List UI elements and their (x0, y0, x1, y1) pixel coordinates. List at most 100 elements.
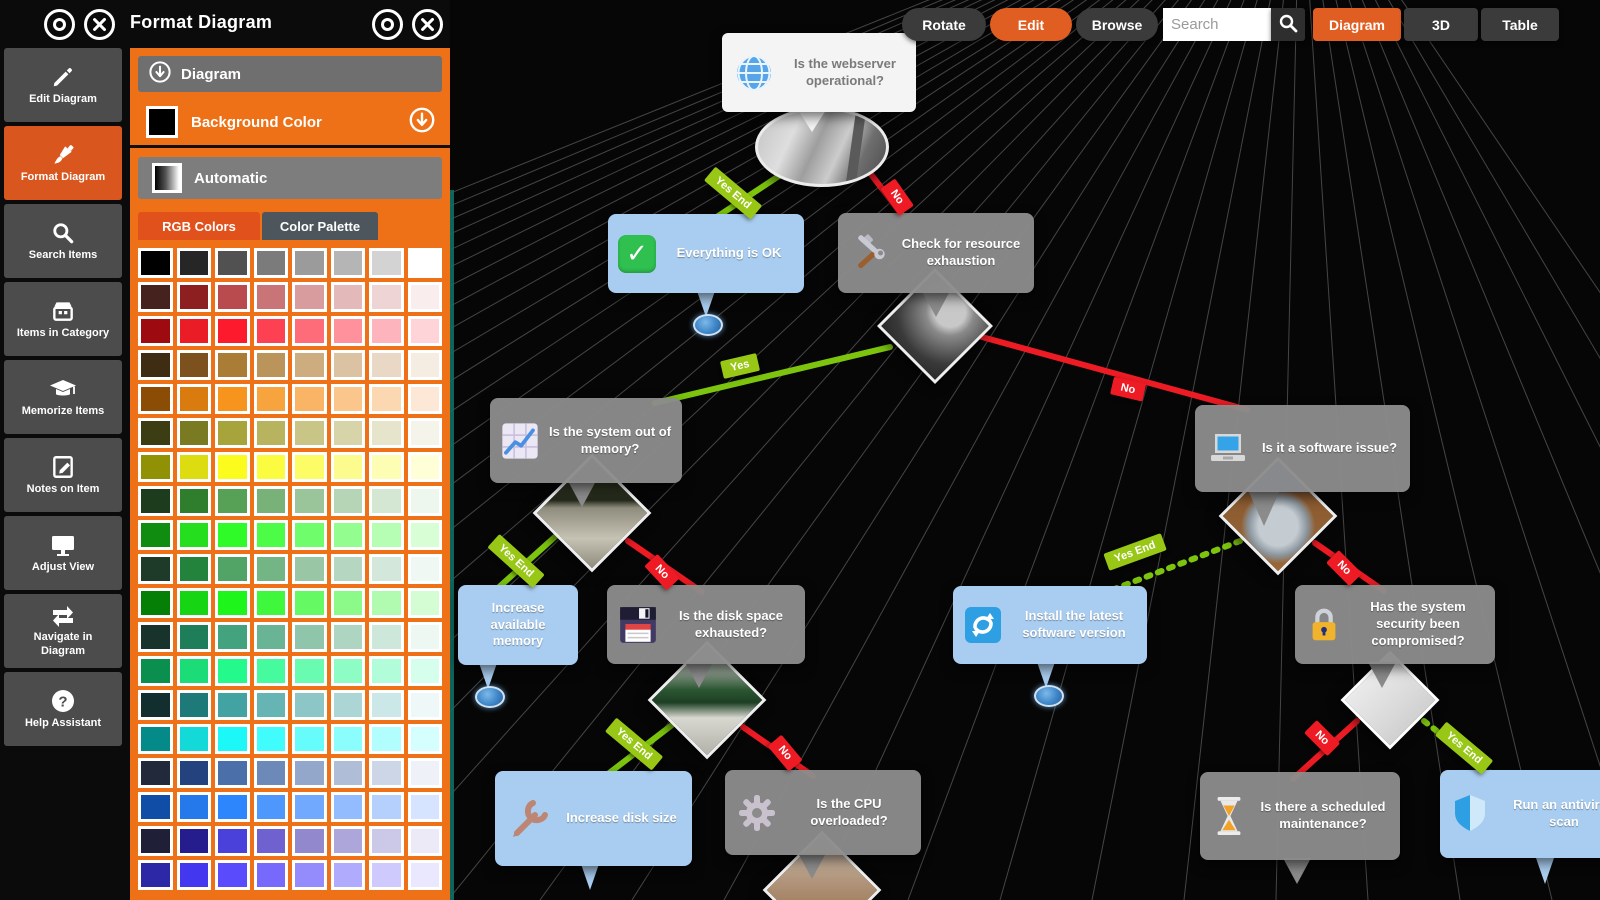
target-icon[interactable] (372, 9, 403, 40)
background-color-row[interactable]: Background Color (130, 100, 450, 144)
palette-swatch[interactable] (215, 282, 250, 312)
palette-swatch[interactable] (176, 282, 211, 312)
palette-swatch[interactable] (215, 316, 250, 346)
palette-swatch[interactable] (292, 554, 327, 584)
palette-swatch[interactable] (292, 350, 327, 380)
palette-swatch[interactable] (253, 758, 288, 788)
palette-swatch[interactable] (138, 656, 173, 686)
sidebar-item-edit-diagram[interactable]: Edit Diagram (4, 48, 122, 122)
palette-swatch[interactable] (176, 622, 211, 652)
palette-swatch[interactable] (330, 792, 365, 822)
node-disk-question[interactable]: Is the disk space exhausted? (607, 585, 805, 664)
palette-swatch[interactable] (292, 758, 327, 788)
palette-swatch[interactable] (369, 316, 404, 346)
palette-swatch[interactable] (215, 350, 250, 380)
palette-swatch[interactable] (407, 758, 442, 788)
palette-swatch[interactable] (407, 826, 442, 856)
palette-swatch[interactable] (138, 588, 173, 618)
circle-down-arrow-icon[interactable] (408, 106, 436, 139)
palette-swatch[interactable] (138, 792, 173, 822)
palette-swatch[interactable] (330, 860, 365, 890)
sidebar-item-search-items[interactable]: Search Items (4, 204, 122, 278)
palette-swatch[interactable] (407, 418, 442, 448)
palette-swatch[interactable] (369, 758, 404, 788)
palette-swatch[interactable] (369, 588, 404, 618)
palette-swatch[interactable] (330, 486, 365, 516)
palette-swatch[interactable] (407, 792, 442, 822)
palette-swatch[interactable] (292, 452, 327, 482)
palette-swatch[interactable] (176, 588, 211, 618)
edit-mode-button[interactable]: Edit (990, 8, 1072, 41)
palette-swatch[interactable] (176, 724, 211, 754)
palette-swatch[interactable] (369, 826, 404, 856)
palette-swatch[interactable] (215, 690, 250, 720)
palette-swatch[interactable] (176, 316, 211, 346)
palette-swatch[interactable] (138, 316, 173, 346)
palette-swatch[interactable] (176, 384, 211, 414)
palette-swatch[interactable] (176, 520, 211, 550)
palette-swatch[interactable] (369, 622, 404, 652)
palette-swatch[interactable] (292, 622, 327, 652)
palette-swatch[interactable] (253, 554, 288, 584)
palette-swatch[interactable] (330, 622, 365, 652)
palette-swatch[interactable] (176, 860, 211, 890)
palette-swatch[interactable] (330, 656, 365, 686)
sidebar-item-memorize-items[interactable]: Memorize Items (4, 360, 122, 434)
palette-swatch[interactable] (330, 758, 365, 788)
palette-swatch[interactable] (253, 656, 288, 686)
palette-swatch[interactable] (215, 384, 250, 414)
palette-swatch[interactable] (407, 316, 442, 346)
palette-swatch[interactable] (330, 350, 365, 380)
node-maintenance-question[interactable]: Is there a scheduled maintenance? (1200, 772, 1400, 860)
palette-swatch[interactable] (215, 486, 250, 516)
palette-swatch[interactable] (330, 282, 365, 312)
palette-swatch[interactable] (176, 452, 211, 482)
node-cpu-question[interactable]: Is the CPU overloaded? (725, 770, 921, 855)
palette-swatch[interactable] (369, 792, 404, 822)
palette-swatch[interactable] (369, 860, 404, 890)
palette-swatch[interactable] (138, 282, 173, 312)
palette-swatch[interactable] (138, 452, 173, 482)
palette-swatch[interactable] (176, 418, 211, 448)
palette-swatch[interactable] (369, 418, 404, 448)
palette-swatch[interactable] (407, 350, 442, 380)
palette-swatch[interactable] (215, 860, 250, 890)
rotate-button[interactable]: Rotate (902, 8, 986, 41)
palette-swatch[interactable] (138, 418, 173, 448)
palette-swatch[interactable] (215, 452, 250, 482)
palette-swatch[interactable] (176, 350, 211, 380)
node-resource-question[interactable]: Check for resource exhaustion (838, 213, 1034, 293)
search-go-button[interactable] (1271, 8, 1305, 41)
palette-swatch[interactable] (138, 690, 173, 720)
palette-swatch[interactable] (253, 860, 288, 890)
palette-swatch[interactable] (292, 724, 327, 754)
palette-swatch[interactable] (138, 486, 173, 516)
view-tab-3d[interactable]: 3D (1404, 8, 1478, 41)
palette-swatch[interactable] (138, 350, 173, 380)
palette-swatch[interactable] (369, 452, 404, 482)
palette-swatch[interactable] (330, 690, 365, 720)
palette-swatch[interactable] (176, 656, 211, 686)
palette-swatch[interactable] (253, 350, 288, 380)
browse-mode-button[interactable]: Browse (1076, 8, 1158, 41)
palette-swatch[interactable] (253, 248, 288, 278)
palette-swatch[interactable] (176, 690, 211, 720)
palette-swatch[interactable] (215, 656, 250, 686)
sidebar-item-items-in-category[interactable]: Items in Category (4, 282, 122, 356)
view-tab-table[interactable]: Table (1481, 8, 1559, 41)
palette-swatch[interactable] (407, 452, 442, 482)
diagram-canvas[interactable]: Is the webserver operational? ✓ Everythi… (450, 0, 1600, 900)
palette-swatch[interactable] (176, 486, 211, 516)
palette-swatch[interactable] (407, 384, 442, 414)
palette-swatch[interactable] (292, 316, 327, 346)
palette-swatch[interactable] (253, 826, 288, 856)
palette-swatch[interactable] (407, 588, 442, 618)
palette-swatch[interactable] (253, 690, 288, 720)
palette-swatch[interactable] (176, 758, 211, 788)
palette-swatch[interactable] (253, 452, 288, 482)
palette-swatch[interactable] (253, 520, 288, 550)
palette-swatch[interactable] (292, 282, 327, 312)
target-icon[interactable] (44, 9, 75, 40)
palette-swatch[interactable] (253, 486, 288, 516)
palette-swatch[interactable] (253, 282, 288, 312)
